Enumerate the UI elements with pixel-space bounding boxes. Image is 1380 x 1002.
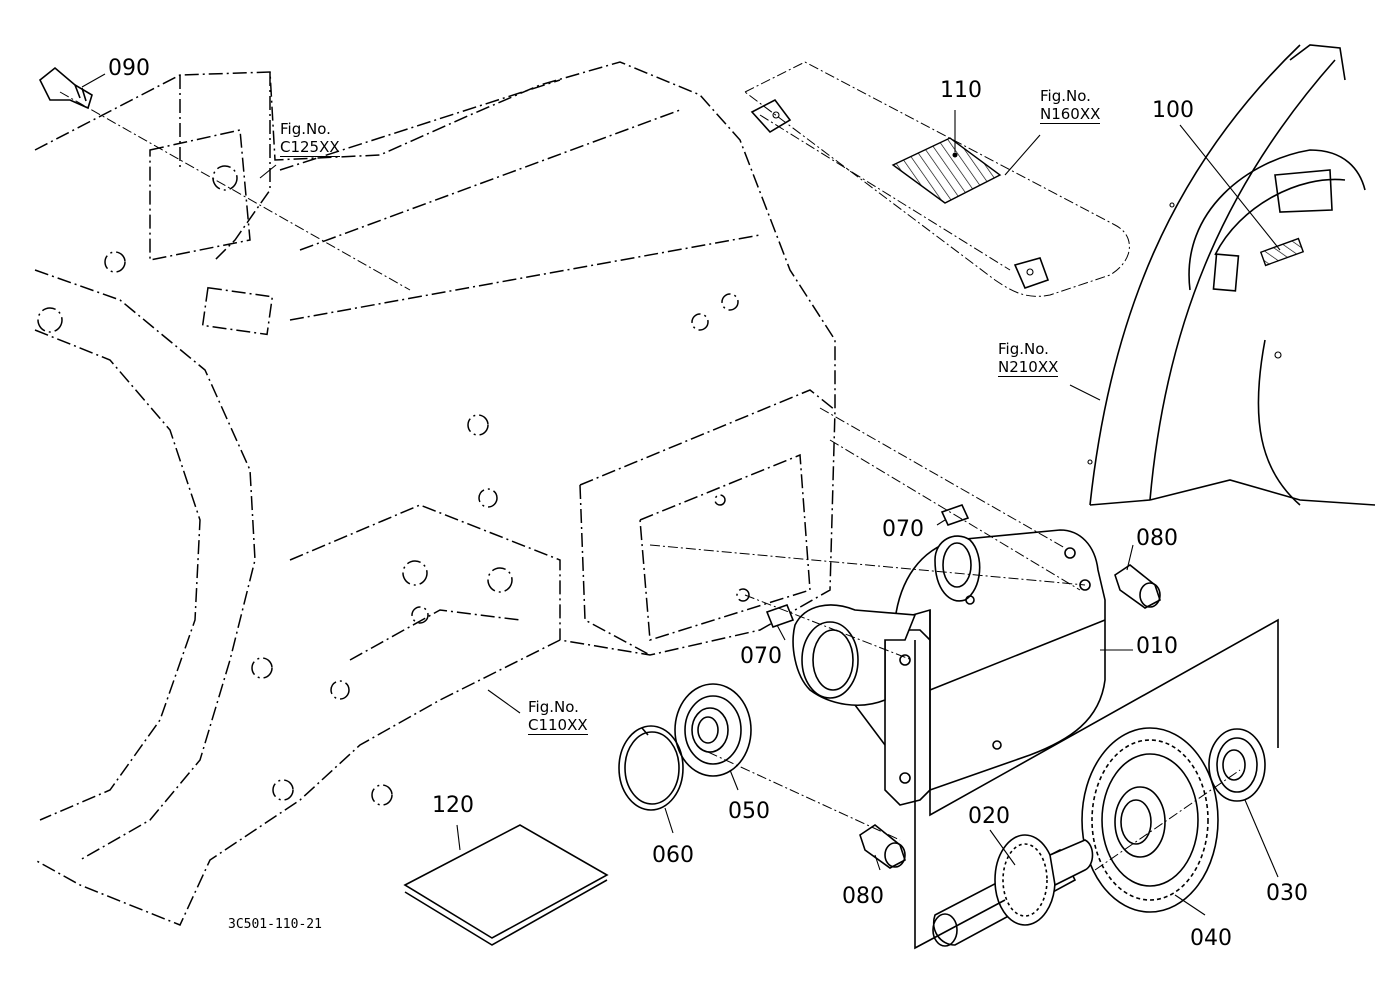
figure-ref-code: C125XX [280, 138, 340, 157]
figure-ref-c110xx[interactable]: Fig.No. C110XX [528, 700, 588, 735]
bearing-030 [1208, 728, 1266, 802]
part-label-070-upper: 070 [882, 517, 924, 542]
figure-ref-n160xx[interactable]: Fig.No. N160XX [1040, 87, 1101, 124]
part-label-040: 040 [1190, 926, 1232, 951]
pinion-shaft-020 [932, 834, 1094, 947]
part-label-070-lower: 070 [740, 644, 782, 669]
leader-lines [81, 73, 1281, 916]
fasteners [38, 66, 1161, 869]
drawing-code: 3C501-110-21 [228, 917, 322, 932]
figure-ref-n210xx[interactable]: Fig.No. N210XX [998, 340, 1059, 377]
rear-housing-n210 [1087, 44, 1376, 506]
gear-case-010 [884, 529, 1106, 806]
part-label-080-upper: 080 [1136, 526, 1178, 551]
cover-plate-110 [744, 61, 1130, 297]
bearing-holder [792, 604, 917, 746]
assembly-bracket [914, 618, 1279, 950]
gear-040 [1081, 727, 1219, 913]
figure-ref-title: Fig.No. [998, 340, 1049, 358]
figure-ref-title: Fig.No. [528, 698, 579, 716]
part-label-100: 100 [1152, 98, 1194, 123]
document-sheet-120 [403, 824, 609, 946]
part-label-090: 090 [108, 56, 150, 81]
part-label-120: 120 [432, 793, 474, 818]
figure-ref-code: N160XX [1040, 105, 1101, 124]
figure-ref-code: C110XX [528, 716, 588, 735]
figure-ref-code: N210XX [998, 358, 1059, 377]
part-label-060: 060 [652, 843, 694, 868]
alignment-lines [59, 91, 1241, 871]
part-label-050: 050 [728, 799, 770, 824]
part-label-010: 010 [1136, 634, 1178, 659]
figure-ref-title: Fig.No. [280, 120, 331, 138]
bearing-050 [674, 683, 752, 777]
part-label-030: 030 [1266, 881, 1308, 906]
figure-ref-c125xx[interactable]: Fig.No. C125XX [280, 122, 340, 157]
figure-ref-title: Fig.No. [1040, 87, 1091, 105]
snap-ring-060 [618, 725, 684, 811]
part-label-020: 020 [968, 804, 1010, 829]
part-label-110: 110 [940, 78, 982, 103]
part-label-080-lower: 080 [842, 884, 884, 909]
